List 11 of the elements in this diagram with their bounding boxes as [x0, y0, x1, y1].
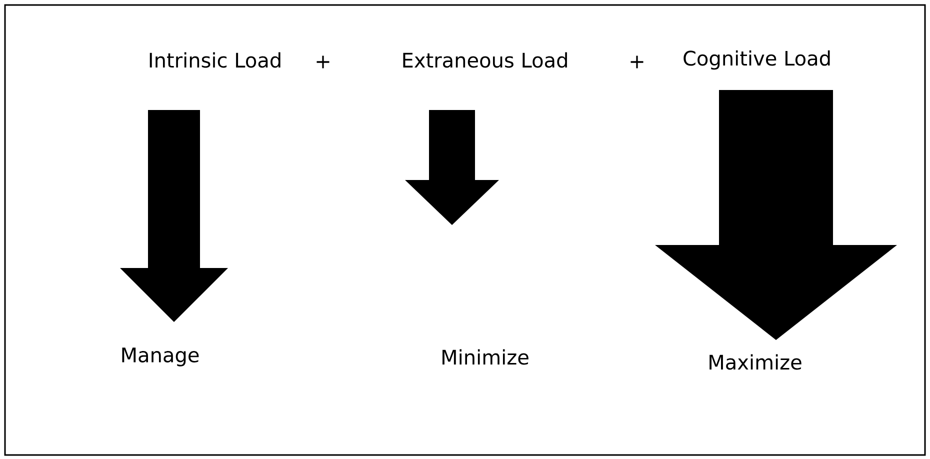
label-text: Manage	[122, 348, 199, 366]
label-text: Cognitive Load	[684, 50, 830, 70]
label-text: Maximize	[710, 354, 802, 370]
label-text: Intrinsic Load	[150, 52, 280, 68]
plus-sign: +	[316, 56, 330, 68]
down-arrow	[120, 110, 228, 322]
label-text: Minimize	[442, 349, 528, 365]
label-text: Extraneous Load	[403, 52, 567, 68]
plus-sign: +	[630, 56, 644, 68]
down-arrow	[655, 90, 897, 340]
down-arrow	[405, 110, 499, 225]
